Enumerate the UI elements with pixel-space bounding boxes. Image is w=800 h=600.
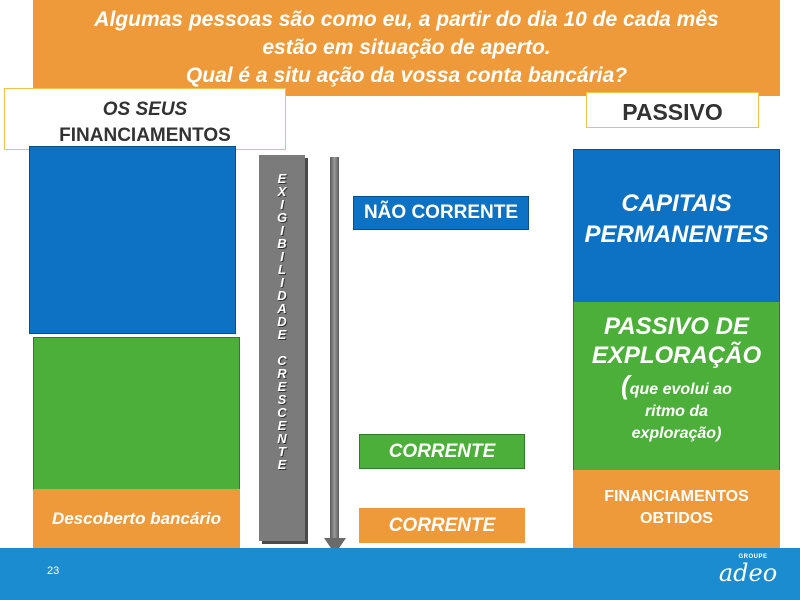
nao-corrente-label: NÃO CORRENTE [353,196,529,230]
exigibilidade-letter: E [277,457,287,472]
financing-label-line-1: OS SEUS [102,99,188,120]
left-blue-block [29,146,236,334]
passivo-paren: ( [621,370,630,400]
title-line-3: Qual é a situ ação da vossa conta bancár… [185,64,628,87]
exigibilidade-letter: T [278,444,286,459]
exigibilidade-letter: D [277,288,287,303]
title-line-1: Algumas pessoas são como eu, a partir do… [94,8,719,31]
adeo-logo: GROUPE adeo [718,553,778,597]
financing-label-box: OS SEUS FINANCIAMENTOS [4,88,286,150]
exigibilidade-letter: D [277,314,287,329]
passivo-exploracao-block: PASSIVO DE EXPLORAÇÃO (que evolui ao rit… [573,301,780,471]
exigibilidade-letter: B [277,236,287,251]
exigibilidade-letter: E [277,379,287,394]
corrente-orange-label: CORRENTE [359,508,525,543]
exigibilidade-letter: A [277,301,287,316]
exigibilidade-letter: X [277,184,287,199]
corrente-green-label: CORRENTE [359,434,525,469]
passivo-label: PASSIVO [586,92,759,128]
logo-groupe-text: GROUPE [738,554,768,560]
exigibilidade-bar [259,155,305,541]
exigibilidade-letter: I [280,223,284,238]
slide-title-banner: Algumas pessoas são como eu, a partir do… [33,0,780,96]
left-green-block [33,337,240,497]
descoberto-bancario-block: Descoberto bancário [33,489,240,549]
exigibilidade-letter: I [280,275,284,290]
logo-adeo-text: adeo [718,559,778,587]
exigibilidade-letter: I [280,249,284,264]
exigibilidade-letter: E [277,327,287,342]
exigibilidade-letter: L [278,262,286,277]
financiamentos-obtidos-block: FINANCIAMENTOS OBTIDOS [573,470,780,548]
passivo-note-1: que evolui ao [629,381,732,398]
exigibilidade-letter: N [277,431,287,446]
passivo-line-2: EXPLORAÇÃO [591,342,762,369]
footer-bar [0,548,800,600]
exigibilidade-letter: E [277,418,287,433]
exigibilidade-letter: C [277,353,287,368]
capitais-line-2: PERMANENTES [584,221,769,248]
exigibilidade-letter: E [277,171,287,186]
page-number: 23 [47,565,60,577]
exigibilidade-letter: C [277,405,287,420]
fin-line-2: OBTIDOS [640,510,713,527]
passivo-note-2: ritmo da [644,403,709,420]
capitais-permanentes-block: CAPITAIS PERMANENTES [573,149,780,303]
fin-line-1: FINANCIAMENTOS [604,488,749,505]
financing-label-line-2: FINANCIAMENTOS [59,125,231,146]
exigibilidade-letter: G [276,210,288,225]
exigibilidade-letter: I [280,197,284,212]
down-arrow-shaft [330,157,339,541]
passivo-note-3: exploração) [631,425,722,442]
title-line-2: estão em situação de aperto. [262,36,551,59]
capitais-line-1: CAPITAIS [621,190,732,217]
exigibilidade-letter: S [277,392,287,407]
passivo-line-1: PASSIVO DE [604,313,749,340]
exigibilidade-letter: R [277,366,287,381]
